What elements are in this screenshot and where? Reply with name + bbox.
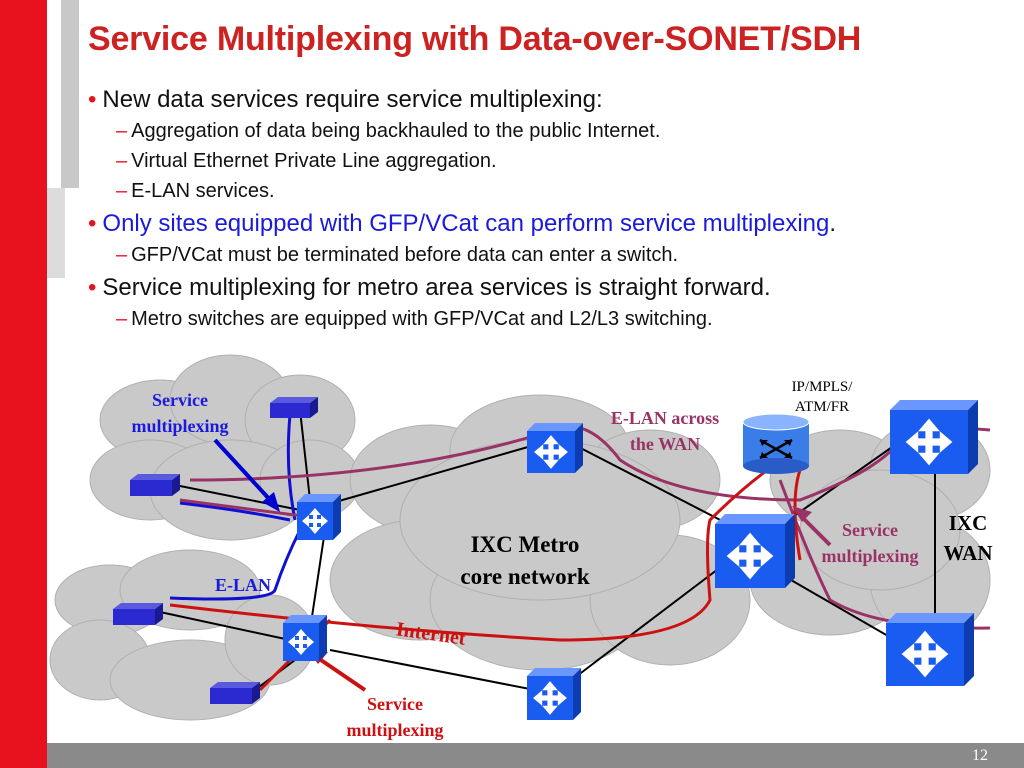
sub-bullet-item: –Virtual Ethernet Private Line aggregati…	[116, 150, 497, 172]
label-elan: E-LAN	[215, 575, 271, 595]
bullet-text: Service multiplexing for metro area serv…	[102, 274, 771, 301]
bullet-period: .	[829, 210, 837, 237]
label-service-mux-top: Service	[152, 390, 208, 410]
sub-bullet-item: –GFP/VCat must be terminated before data…	[116, 244, 679, 266]
edge-device-4	[210, 682, 260, 704]
sub-bullet-text: Aggregation of data being backhauled to …	[131, 120, 661, 142]
side-shadow-bar	[47, 188, 65, 278]
cloud-metro-core	[329, 394, 751, 671]
label-ixc-wan-2: WAN	[943, 541, 992, 565]
edge-device-2	[130, 474, 180, 496]
label-elan-wan: E-LAN across	[611, 408, 719, 428]
sub-bullet-text: Virtual Ethernet Private Line aggregatio…	[131, 150, 497, 172]
label-service-mux-right: Service	[842, 520, 898, 540]
label-elan-wan-2: the WAN	[630, 434, 700, 454]
sub-bullet-item: –E-LAN services.	[116, 180, 275, 202]
title-shadow-bar	[61, 0, 79, 188]
switch-wan-bottom	[886, 613, 974, 686]
bullet-text: New data services require service multip…	[102, 86, 603, 113]
sub-bullet-text: E-LAN services.	[131, 180, 275, 202]
cloud-bottom-left	[49, 549, 316, 721]
switch-metro-bottom	[527, 668, 581, 720]
bullet-item: •Only sites equipped with GFP/VCat can p…	[88, 210, 837, 237]
bullet-item: •New data services require service multi…	[88, 86, 603, 113]
slide-title: Service Multiplexing with Data-over-SONE…	[88, 20, 862, 58]
label-ip-mpls: IP/MPLS/	[792, 379, 854, 395]
switch-metro-bottom-left	[283, 615, 327, 661]
switch-wan-top	[890, 400, 978, 474]
label-service-mux-right-2: multiplexing	[821, 546, 918, 566]
sub-bullet-item: –Metro switches are equipped with GFP/VC…	[116, 308, 713, 330]
label-ip-mpls-2: ATM/FR	[795, 399, 849, 415]
edge-device-3	[113, 603, 163, 625]
label-ixc-metro: IXC Metro	[471, 532, 580, 557]
label-service-mux-bottom: Service	[367, 694, 423, 714]
switch-metro-top	[527, 423, 583, 473]
bullet-list: •New data services require service multi…	[88, 86, 1008, 338]
edge-device-1	[270, 397, 318, 418]
sub-bullet-item: –Aggregation of data being backhauled to…	[116, 120, 661, 142]
label-ixc-metro-2: core network	[460, 564, 589, 589]
label-service-mux-bottom-2: multiplexing	[346, 720, 443, 740]
switch-metro-left	[297, 494, 341, 540]
left-accent-bar	[0, 0, 47, 768]
switch-metro-right	[715, 514, 795, 588]
label-service-mux-top-2: multiplexing	[131, 416, 228, 436]
bullet-item: •Service multiplexing for metro area ser…	[88, 274, 771, 301]
elan-links	[169, 414, 302, 601]
router-cylinder-icon	[742, 413, 810, 474]
sub-bullet-text: GFP/VCat must be terminated before data …	[131, 244, 679, 266]
bullet-text-highlight: Only sites equipped with GFP/VCat can pe…	[102, 210, 830, 237]
label-ixc-wan: IXC	[949, 511, 988, 535]
footer-bar: 12	[47, 743, 1024, 768]
sub-bullet-text: Metro switches are equipped with GFP/VCa…	[131, 308, 713, 330]
page-number: 12	[972, 747, 988, 764]
